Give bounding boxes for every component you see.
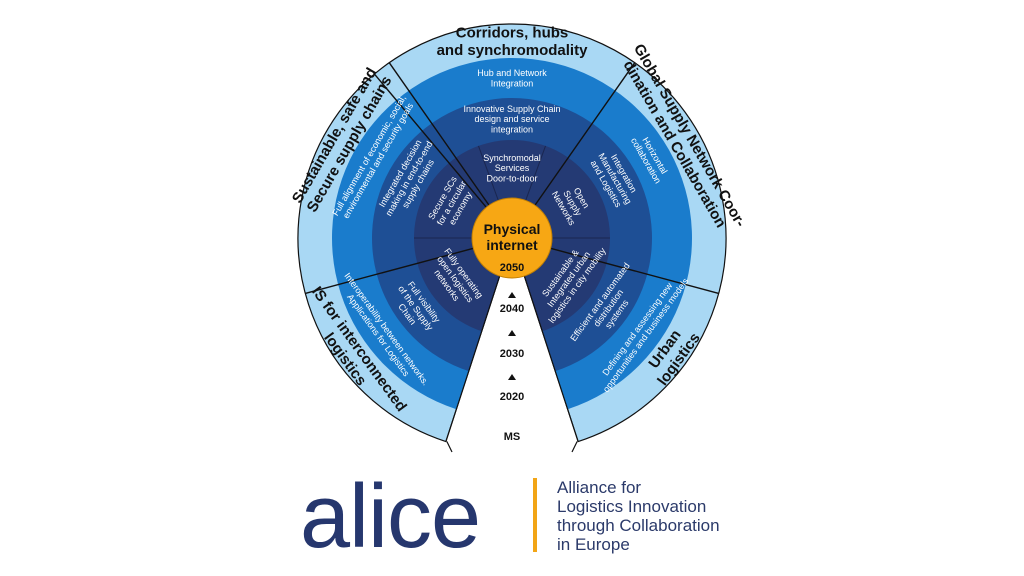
sector-divider [373,73,487,208]
tagline-line: Logistics Innovation [557,497,707,516]
tagline-line: through Collaboration [557,516,720,535]
center-label: Physical [484,221,541,237]
ring-divider [525,145,546,201]
center-label: internet [486,237,538,253]
sector-divider [388,62,490,206]
alice-tagline: Alliance for Logistics Innovation throug… [557,478,720,554]
alice-wordmark: alice [300,467,481,567]
alice-logo: alice Alliance for Logistics Innovation … [300,472,760,568]
timeline-arrow-icon [508,330,516,336]
ring-divider [478,145,499,201]
ring3-label-line: Door-to-door [486,174,537,184]
wedge-edge [446,441,453,453]
center-circle [471,197,553,279]
year-label: MS [504,431,521,443]
ring2-label-line: Innovative Supply Chain [463,104,560,114]
ring1-label-line: Integration [491,78,534,88]
year-label: 2020 [500,391,524,403]
timeline-arrow-icon [508,374,516,380]
ring3-label-line: Synchromodal [483,153,541,163]
sector-divider [305,247,474,295]
wedge-edge [571,441,578,453]
wedge-edge [523,275,579,442]
ring2-label-line: design and service [474,114,549,124]
ring2-label-line: integration [491,125,533,135]
sector-title-line: Corridors, hubs [456,25,569,42]
logo-divider [533,478,537,552]
sector-divider [550,247,719,295]
ring1-label-line: Hub and Network [477,68,547,78]
timeline-arrow-icon [508,292,516,298]
tagline-line: in Europe [557,535,630,554]
ring3-label-line: Services [495,163,530,173]
sector-divider [534,62,636,206]
wedge-edge [445,275,501,442]
year-label: 2030 [500,348,524,360]
sector-title-line: and synchromodality [437,42,589,59]
tagline-line: Alliance for [557,478,642,497]
year-label: 2040 [500,303,524,315]
year-label: 2050 [500,262,524,274]
